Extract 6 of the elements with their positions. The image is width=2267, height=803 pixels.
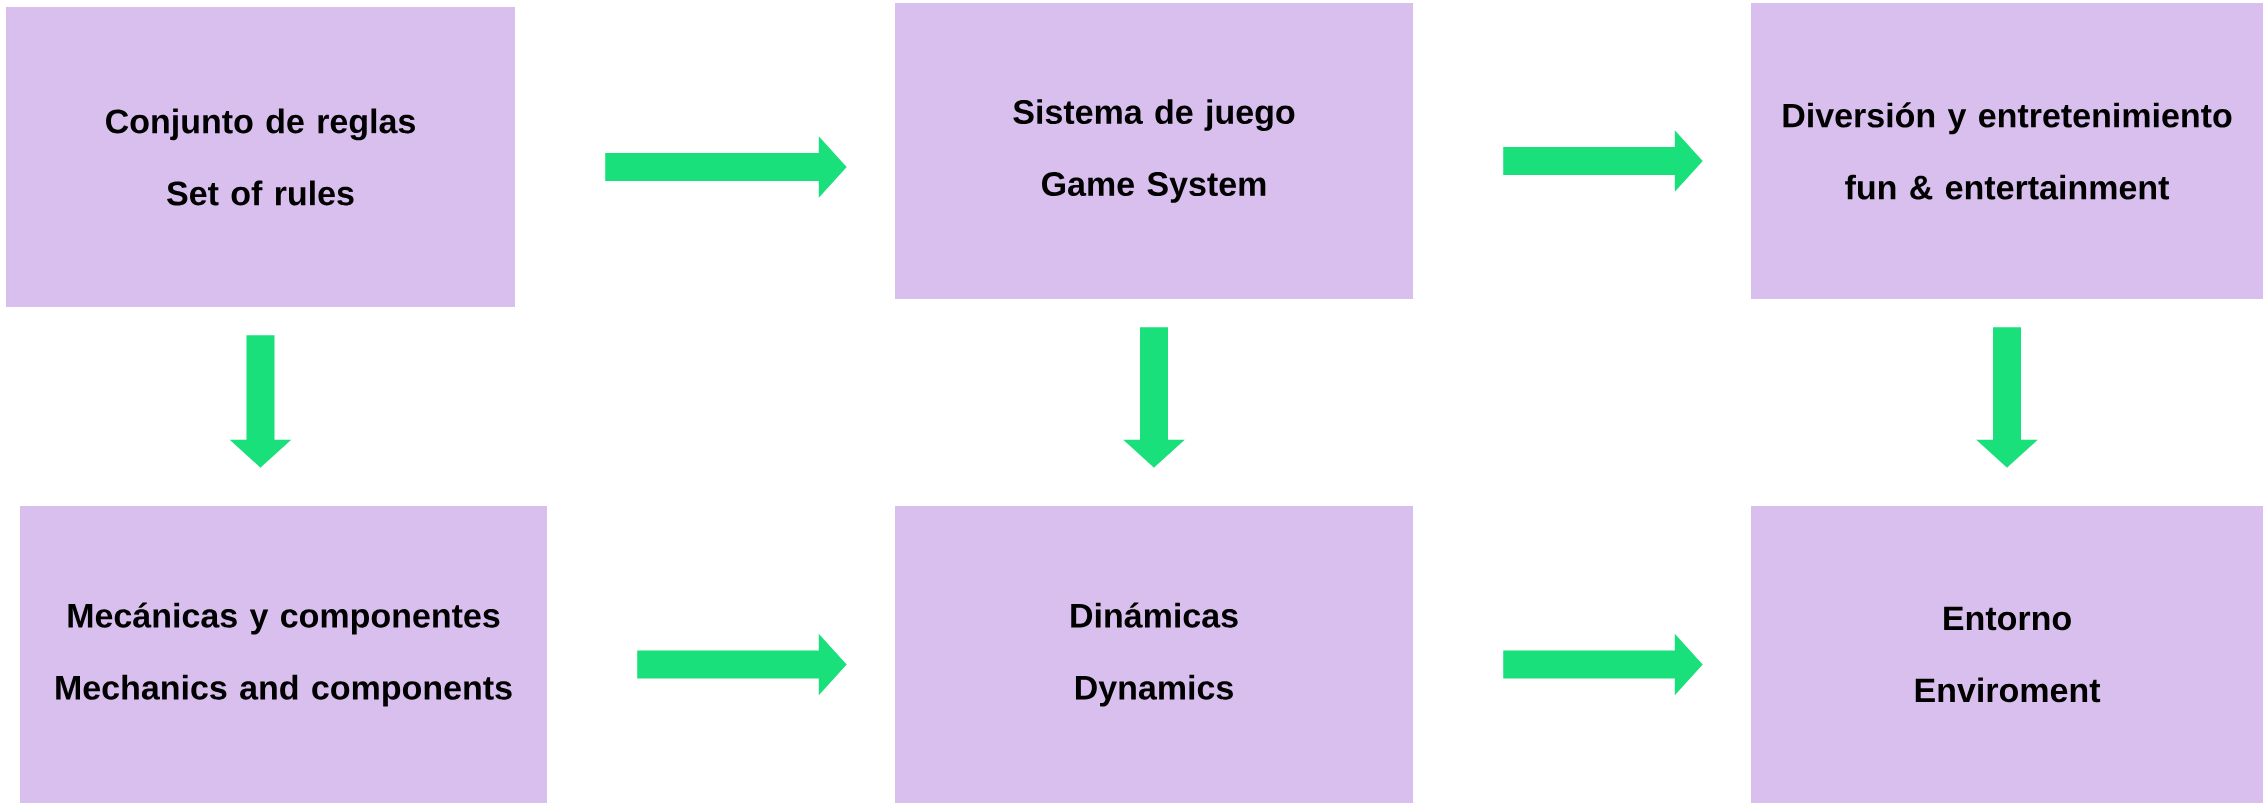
process-box: Sistema de juego Game System [895,3,1413,299]
process-box: Dinámicas Dynamics [895,506,1413,803]
process-box: Entorno Enviroment [1751,506,2264,803]
process-box: Mecánicas y componentes Mechanics and components [20,506,547,803]
process-box: Diversión y entretenimiento fun & entertainment [1751,3,2264,299]
process-box: Conjunto de reglas Set of rules [6,7,515,307]
